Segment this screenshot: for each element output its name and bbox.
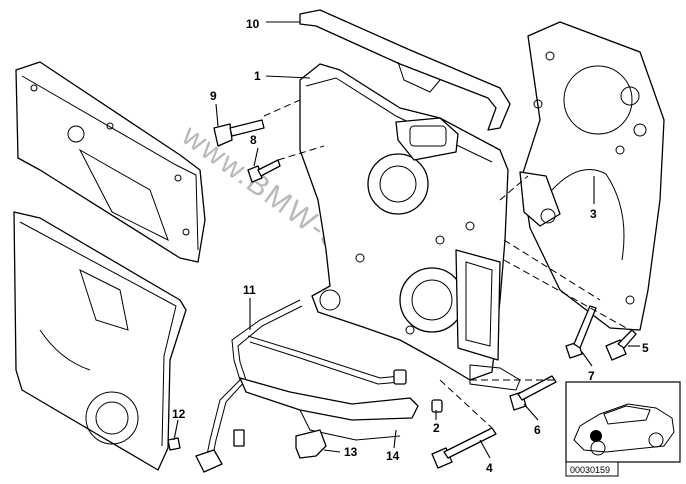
bolt-9-drawing bbox=[213, 119, 265, 147]
sleeve-2-drawing bbox=[431, 399, 443, 413]
assembly-line-4 bbox=[439, 379, 493, 429]
assembly-line-9 bbox=[263, 99, 301, 117]
callout-12: 12 bbox=[172, 407, 186, 421]
assembly-line-7 bbox=[503, 239, 601, 301]
leader-1 bbox=[265, 75, 311, 79]
assembly-line-3 bbox=[499, 175, 529, 201]
gasket-drawing bbox=[299, 9, 511, 131]
assembly-line-5 bbox=[503, 259, 631, 331]
bolt-7-drawing bbox=[565, 305, 597, 359]
leader-8 bbox=[253, 147, 259, 167]
leader-9 bbox=[215, 103, 219, 127]
bolt-8-drawing bbox=[247, 159, 281, 183]
guide-rail-14-drawing bbox=[239, 377, 419, 441]
callout-1: 1 bbox=[254, 69, 261, 83]
assembly-line-8 bbox=[277, 145, 325, 161]
callout-7: 7 bbox=[588, 369, 595, 383]
callout-2: 2 bbox=[433, 421, 440, 435]
leader-4 bbox=[479, 439, 491, 459]
sensor-cable-drawing bbox=[167, 299, 407, 473]
vehicle-inset bbox=[565, 381, 681, 463]
callout-10: 10 bbox=[246, 17, 260, 31]
callout-4: 4 bbox=[486, 461, 493, 475]
timing-case-drawing bbox=[299, 63, 521, 391]
leader-14 bbox=[393, 429, 397, 449]
callout-6: 6 bbox=[534, 423, 541, 437]
bolt-4-drawing bbox=[431, 427, 497, 469]
reference-code: 00030159 bbox=[570, 465, 610, 475]
callout-14: 14 bbox=[386, 449, 400, 463]
bolt-6-drawing bbox=[509, 375, 557, 411]
leader-6 bbox=[523, 403, 539, 421]
engine-location-marker bbox=[590, 430, 602, 442]
leader-13 bbox=[323, 449, 341, 453]
callout-13: 13 bbox=[344, 445, 358, 459]
callout-9: 9 bbox=[210, 89, 217, 103]
leader-7 bbox=[581, 351, 593, 367]
upper-timing-cover-drawing bbox=[15, 61, 206, 263]
lower-timing-cover-drawing bbox=[13, 211, 187, 471]
callout-5: 5 bbox=[642, 341, 649, 355]
bracket-13-drawing bbox=[295, 429, 327, 459]
callout-8: 8 bbox=[250, 133, 257, 147]
bolt-5-drawing bbox=[605, 329, 637, 361]
gasket-plate-drawing bbox=[519, 21, 665, 331]
callout-3: 3 bbox=[590, 207, 597, 221]
leader-12 bbox=[173, 419, 179, 441]
reference-code-box bbox=[565, 461, 619, 477]
callout-11: 11 bbox=[243, 283, 256, 297]
